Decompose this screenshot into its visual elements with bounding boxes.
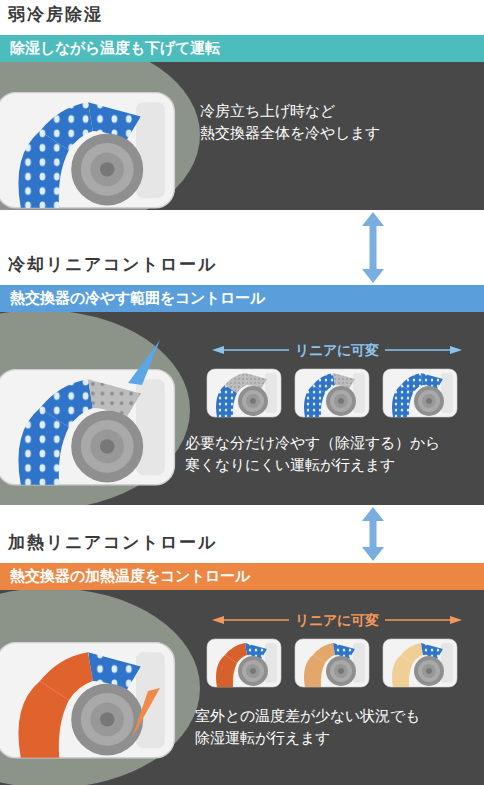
- body-text: 室外との温度差が少ない状況でも 除湿運転が行えます: [195, 705, 480, 749]
- range-label: リニアに可変: [289, 611, 385, 629]
- section-panel: 冷却リニアコントロール熱交換器の冷やす範囲をコントロール必要な分だけ冷やす（除湿…: [0, 285, 484, 505]
- band-title: 熱交換器の加熱温度をコントロール: [10, 567, 250, 586]
- double-arrow: [362, 212, 384, 283]
- range-label: リニアに可変: [289, 341, 385, 359]
- band-title: 除湿しながら温度も下げて運転: [10, 39, 220, 58]
- body-text: 必要な分だけ冷やす（除湿する）から 寒くなりにくい運転が行えます: [185, 432, 480, 476]
- illustration: [0, 563, 484, 785]
- section-heading: 弱冷房除湿: [8, 3, 103, 25]
- section-heading: 加熱リニアコントロール: [8, 531, 217, 553]
- band-title: 熱交換器の冷やす範囲をコントロール: [10, 289, 265, 308]
- section-heading: 冷却リニアコントロール: [8, 253, 217, 275]
- double-arrow: [362, 507, 384, 561]
- body-text: 冷房立ち上げ時など 熱交換器全体を冷やします: [200, 100, 470, 144]
- illustration: [0, 35, 484, 210]
- section-panel: 弱冷房除湿除湿しながら温度も下げて運転冷房立ち上げ時など 熱交換器全体を冷やしま…: [0, 35, 484, 210]
- section-panel: 加熱リニアコントロール熱交換器の加熱温度をコントロール室外との温度差が少ない状況…: [0, 563, 484, 785]
